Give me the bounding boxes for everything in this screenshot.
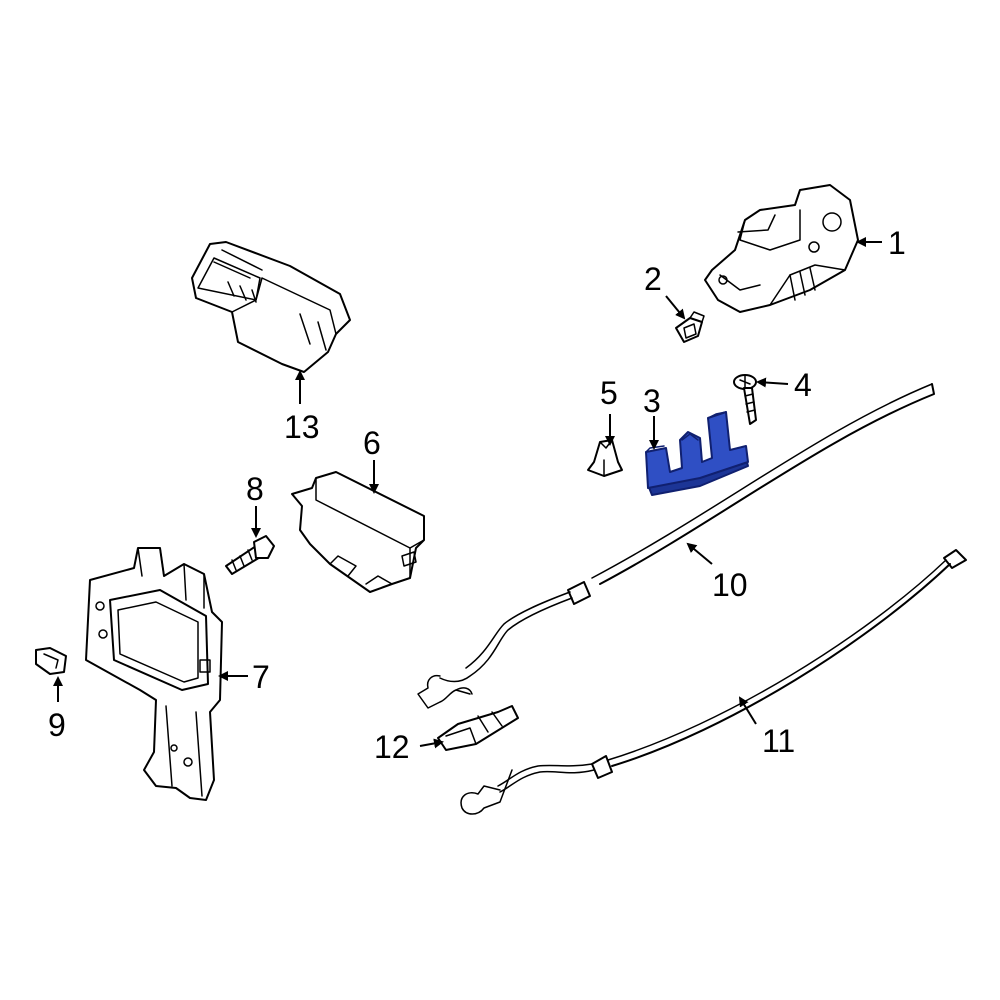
part-5-clip[interactable]: [587, 439, 623, 477]
leader-11: [738, 696, 757, 725]
callout-7: 7: [252, 659, 270, 695]
part-10-cable[interactable]: [417, 383, 935, 709]
callout-8: 8: [246, 471, 264, 507]
callout-1: 1: [888, 225, 906, 261]
callout-6: 6: [363, 425, 381, 461]
leader-4: [756, 377, 789, 388]
callout-13: 13: [284, 409, 320, 445]
part-2-bolt[interactable]: [675, 311, 705, 343]
callout-9: 9: [48, 707, 66, 743]
callout-labels: 1 2 3 4 5 6 7 8 9 10 11 12 13: [48, 225, 906, 765]
callout-4: 4: [794, 367, 812, 403]
leader-arrows: [53, 237, 882, 749]
part-13-sensor-module[interactable]: [191, 241, 351, 373]
callout-12: 12: [374, 729, 410, 765]
part-8-bolt[interactable]: [225, 535, 275, 575]
leader-10: [686, 542, 713, 565]
part-9-clip-nut[interactable]: [35, 647, 67, 675]
leader-12: [419, 738, 444, 749]
callout-10: 10: [712, 567, 748, 603]
part-7-mounting-bracket[interactable]: [85, 547, 223, 801]
part-4-screw[interactable]: [733, 374, 757, 425]
callout-11: 11: [762, 723, 795, 759]
part-3-bracket-highlighted[interactable]: [645, 411, 749, 496]
part-11-cable[interactable]: [460, 549, 967, 815]
part-12-connector[interactable]: [437, 705, 519, 751]
part-1-latch-actuator[interactable]: [704, 184, 859, 313]
callout-2: 2: [644, 261, 662, 297]
callout-5: 5: [600, 375, 618, 411]
leader-2: [665, 295, 686, 320]
part-6-control-module[interactable]: [291, 471, 425, 593]
callout-3: 3: [643, 383, 661, 419]
